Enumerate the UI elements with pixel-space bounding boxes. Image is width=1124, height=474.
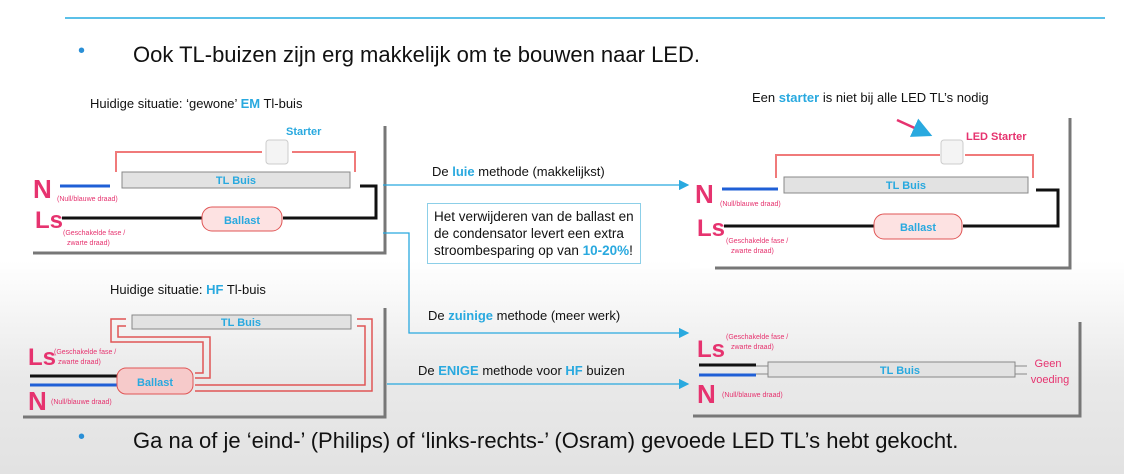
svg-text:voeding: voeding xyxy=(1031,374,1070,386)
svg-text:TL Buis: TL Buis xyxy=(880,365,920,377)
svg-text:TL Buis: TL Buis xyxy=(886,180,926,192)
svg-text:(Null/blauwe draad): (Null/blauwe draad) xyxy=(51,399,112,406)
hf-method-label: De ENIGE methode voor HF buizen xyxy=(418,363,625,378)
svg-text:N: N xyxy=(28,386,47,416)
svg-text:Ls: Ls xyxy=(697,336,725,363)
svg-text:N: N xyxy=(695,179,714,209)
bullet-text: Ook TL-buizen zijn erg makkelijk om te b… xyxy=(133,42,700,67)
svg-text:N: N xyxy=(33,174,52,204)
hf-diagram: Huidige situatie: HF Tl-buis TL Buis Bal… xyxy=(23,282,387,419)
svg-text:Ls: Ls xyxy=(28,344,56,371)
bullet-dot: • xyxy=(78,40,86,62)
info-end: ! xyxy=(629,243,633,258)
svg-text:LED Starter: LED Starter xyxy=(966,131,1027,143)
svg-text:Ballast: Ballast xyxy=(137,377,173,389)
svg-text:N: N xyxy=(697,379,716,409)
title-divider xyxy=(65,17,1105,19)
direct-wired-diagram: TL Buis Geen voeding Ls (Geschakelde fas… xyxy=(693,322,1082,418)
tl-tube xyxy=(121,171,351,189)
svg-text:Geen: Geen xyxy=(1035,358,1062,370)
svg-text:(Geschakelde fase /: (Geschakelde fase / xyxy=(726,334,788,341)
em-title: Huidige situatie: ‘gewone’ EM Tl-buis xyxy=(90,96,303,111)
bullet-2: • Ga na of je ‘eind-’ (Philips) of ‘links… xyxy=(78,426,959,454)
em-diagram: Huidige situatie: ‘gewone’ EM Tl-buis St… xyxy=(8,96,387,255)
svg-text:(Geschakelde fase /: (Geschakelde fase / xyxy=(54,349,116,356)
efficient-method-label: De zuinige methode (meer werk) xyxy=(428,308,620,323)
svg-text:Ls: Ls xyxy=(35,207,63,234)
svg-text:Ls: Ls xyxy=(697,215,725,242)
starter-icon xyxy=(265,139,289,165)
info-highlight: 10-20% xyxy=(582,243,630,258)
svg-text:(Null/blauwe draad): (Null/blauwe draad) xyxy=(720,201,781,208)
svg-text:zwarte draad): zwarte draad) xyxy=(731,248,774,255)
svg-text:zwarte draad): zwarte draad) xyxy=(731,344,774,351)
svg-text:zwarte draad): zwarte draad) xyxy=(58,359,101,366)
pointer-arrow xyxy=(896,118,933,137)
lazy-method-label: De luie methode (makkelijkst) xyxy=(432,164,605,179)
hf-title: Huidige situatie: HF Tl-buis xyxy=(110,282,266,297)
svg-text:(Geschakelde fase /: (Geschakelde fase / xyxy=(63,230,125,237)
svg-text:Ballast: Ballast xyxy=(224,215,260,227)
ballast xyxy=(201,206,283,232)
led-starter-icon xyxy=(940,139,964,165)
svg-text:Starter: Starter xyxy=(286,126,322,138)
svg-text:TL Buis: TL Buis xyxy=(216,175,256,187)
savings-info-box: Het verwijderen van de ballast en de con… xyxy=(427,203,641,264)
led-starter-diagram: Een starter is niet bij alle LED TL’s no… xyxy=(690,90,1072,270)
led-starter-title: Een starter is niet bij alle LED TL’s no… xyxy=(752,90,989,105)
bullet-dot: • xyxy=(78,426,86,448)
svg-text:(Geschakelde fase /: (Geschakelde fase / xyxy=(726,238,788,245)
bullet-1: • Ook TL-buizen zijn erg makkelijk om te … xyxy=(78,40,700,68)
info-text: Het verwijderen van de ballast en de con… xyxy=(434,209,634,258)
svg-text:(Null/blauwe draad): (Null/blauwe draad) xyxy=(57,196,118,203)
efficient-arrow xyxy=(383,232,690,339)
svg-text:TL Buis: TL Buis xyxy=(221,317,261,329)
svg-text:(Null/blauwe draad): (Null/blauwe draad) xyxy=(722,392,783,399)
bullet-text: Ga na of je ‘eind-’ (Philips) of ‘links-… xyxy=(133,428,959,453)
svg-text:zwarte draad): zwarte draad) xyxy=(67,240,110,247)
svg-text:Ballast: Ballast xyxy=(900,222,936,234)
